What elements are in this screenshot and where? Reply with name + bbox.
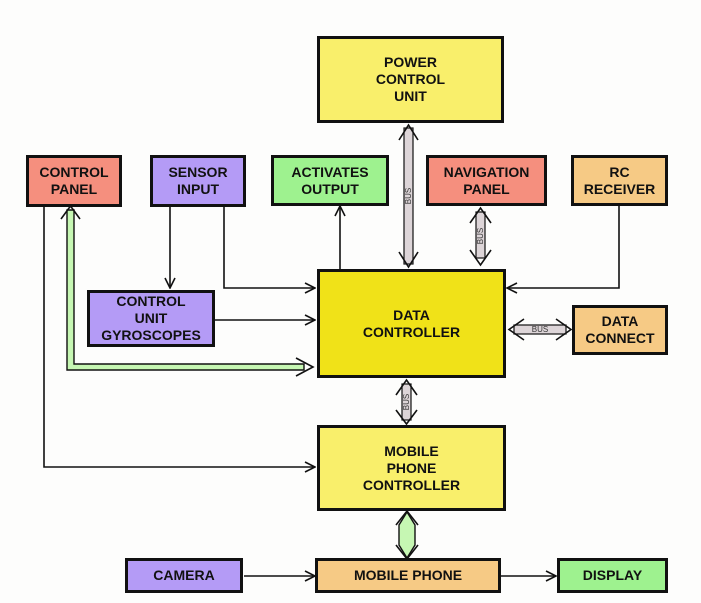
arrowhead-datacontroller-left: [295, 357, 315, 377]
bus-label: BUS: [532, 325, 548, 334]
bus-datacontroller-mobilecontroller: BUS: [395, 378, 418, 426]
block-rc-receiver: RC RECEIVER: [571, 155, 668, 206]
bus-label: BUS: [404, 188, 413, 204]
block-power-control-unit: POWER CONTROL UNIT: [317, 36, 504, 123]
block-data-connect: DATA CONNECT: [572, 305, 668, 355]
block-mobile-phone: MOBILE PHONE: [315, 558, 501, 593]
block-mobile-phone-controller: MOBILE PHONE CONTROLLER: [317, 425, 506, 511]
connector-rc-to-datacontroller: [507, 206, 620, 288]
bus-power-datacontroller: BUS: [398, 123, 419, 269]
block-camera: CAMERA: [125, 558, 243, 593]
bus-label: BUS: [476, 228, 485, 244]
block-control-panel: CONTROL PANEL: [26, 155, 122, 207]
block-control-unit-gyroscopes: CONTROL UNIT GYROSCOPES: [87, 290, 215, 347]
connector-sensor-to-datacontroller: [223, 207, 315, 288]
block-activates-output: ACTIVATES OUTPUT: [271, 155, 389, 206]
bus-datacontroller-dataconnect: BUS: [507, 318, 573, 341]
block-data-controller: DATA CONTROLLER: [317, 269, 506, 378]
block-navigation-panel: NAVIGATION PANEL: [426, 155, 547, 206]
connector-controlpanel-to-mobilecontroller: [43, 206, 315, 467]
bus-label: BUS: [402, 394, 411, 410]
block-display: DISPLAY: [557, 558, 668, 593]
link-mobilecontroller-mobilephone: [395, 509, 419, 561]
bus-navigation-datacontroller: BUS: [469, 206, 492, 267]
block-sensor-input: SENSOR INPUT: [150, 155, 246, 207]
